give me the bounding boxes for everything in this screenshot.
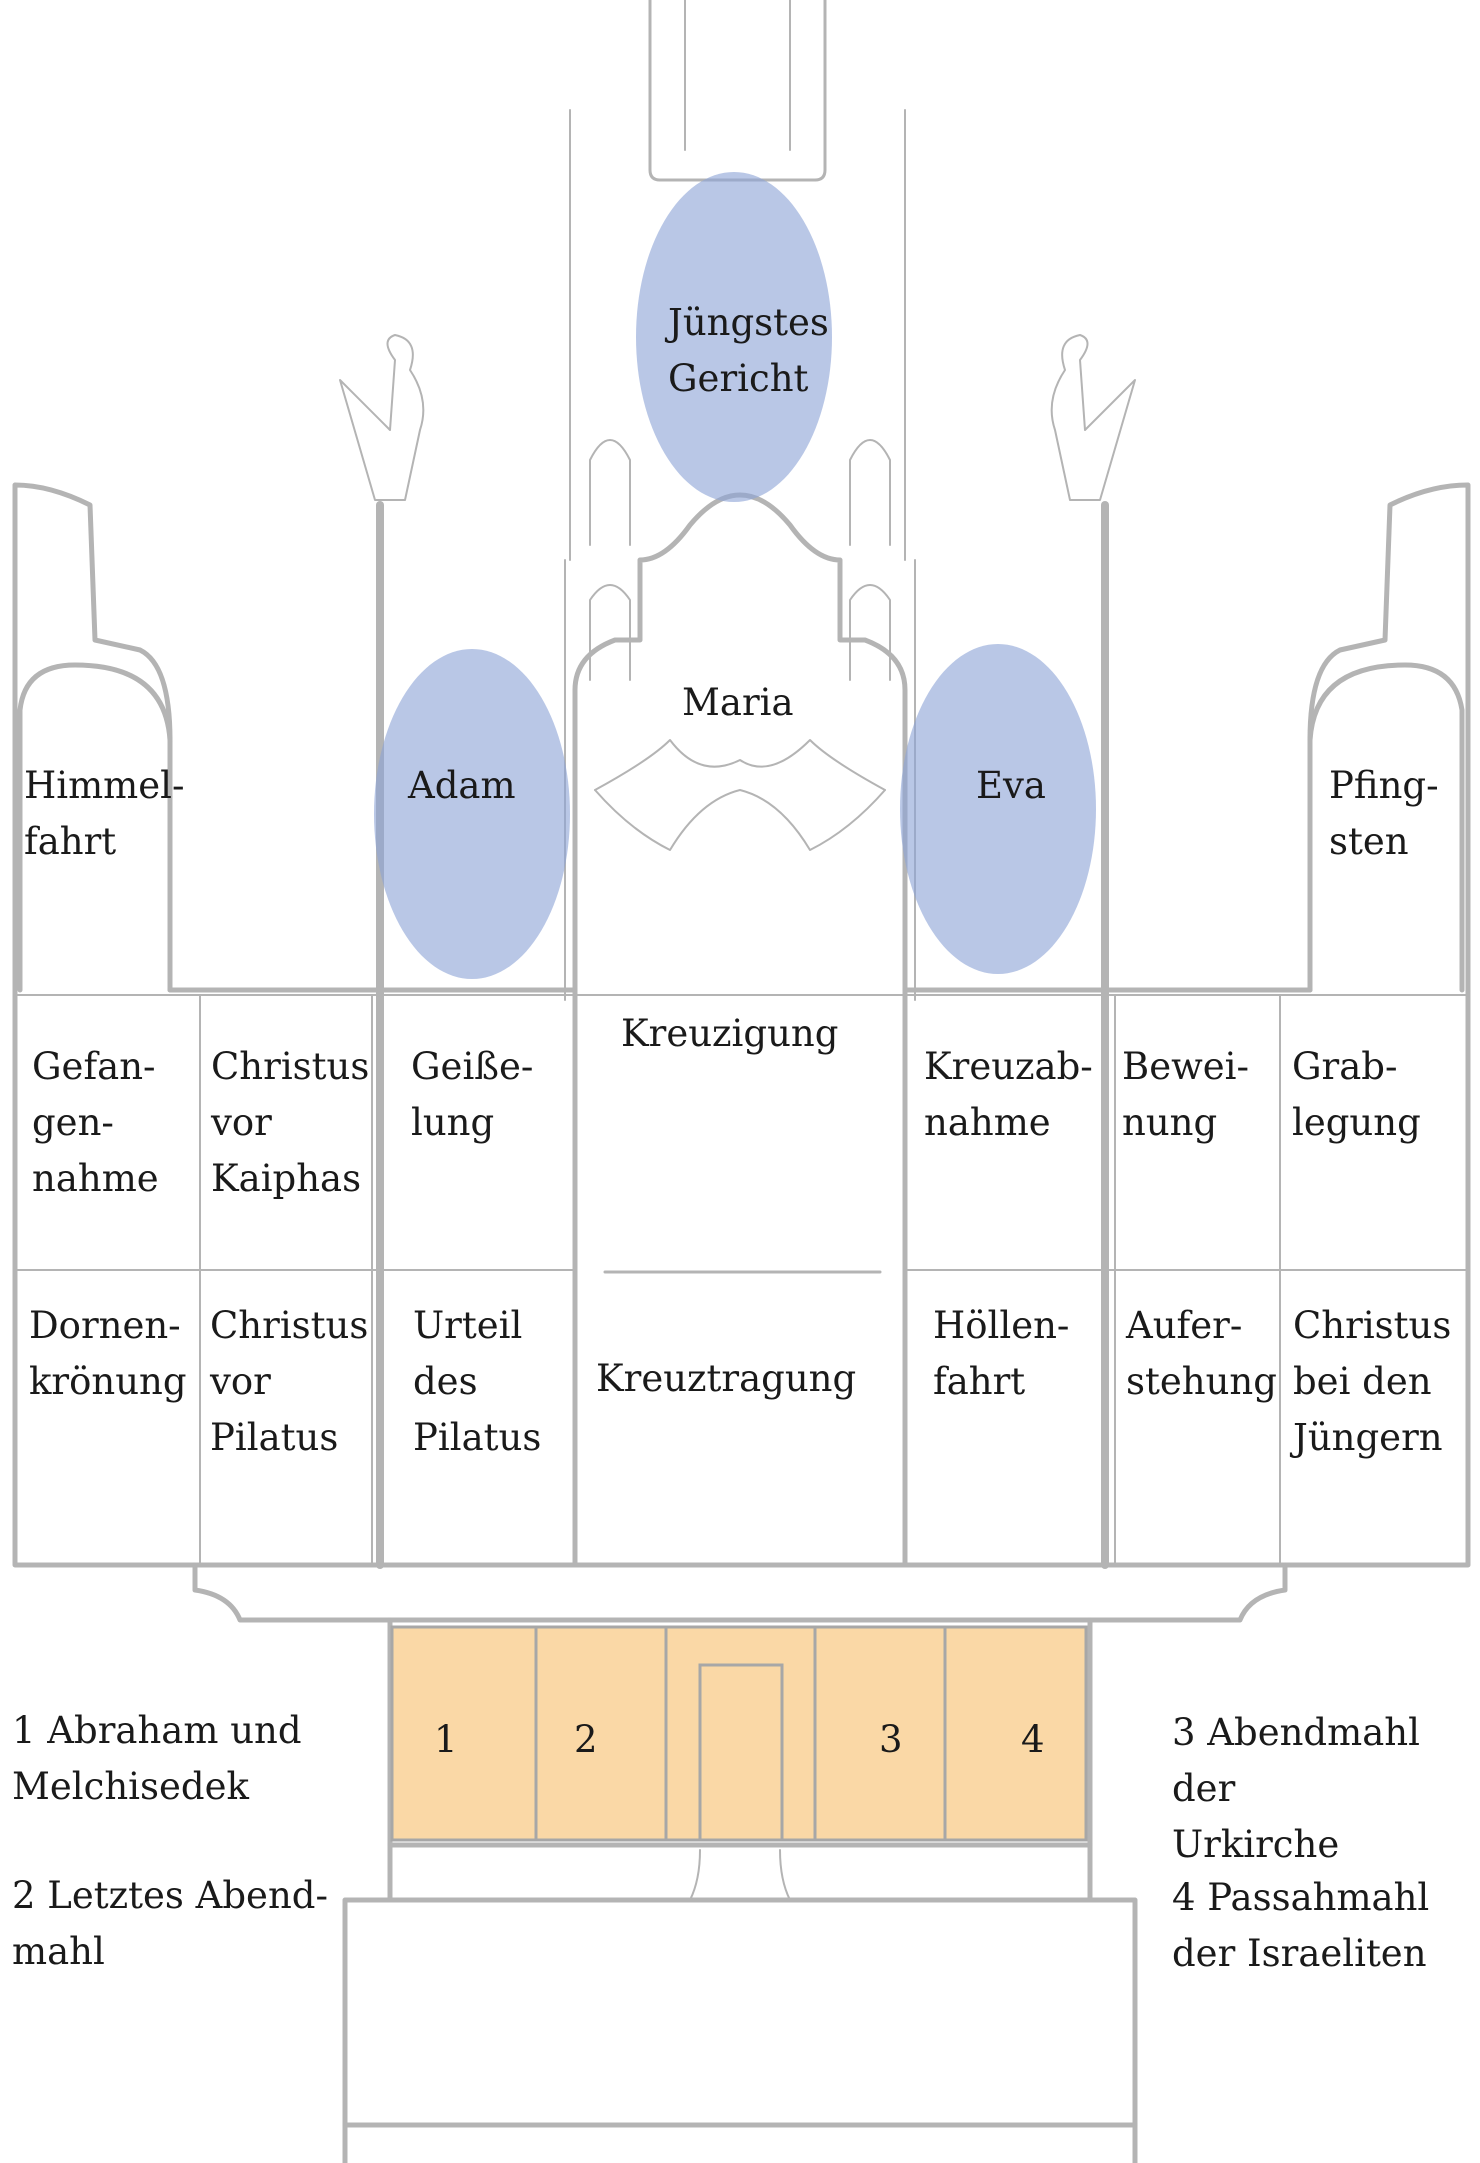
right-wing-arch: [1307, 662, 1465, 993]
left-wing-tower: [12, 482, 173, 993]
label-kreuztragung: Kreuztragung: [596, 1357, 857, 1400]
lower-row-scene-6: Christus bei den Jüngern: [1293, 1304, 1452, 1459]
predella-number-1: 1: [434, 1718, 458, 1761]
upper-row-scene-1: Gefan- gen- nahme: [32, 1045, 159, 1200]
legend-item-2: 2 Letztes Abend- mahl: [12, 1874, 328, 1973]
lower-row-scene-5: Aufer- stehung: [1126, 1304, 1277, 1403]
predella-panels: [390, 1625, 1088, 1842]
lower-row-scene-2: Christus vor Pilatus: [210, 1304, 369, 1459]
predella-number-2: 2: [574, 1718, 598, 1761]
upper-row-scene-2: Christus vor Kaiphas: [211, 1045, 370, 1200]
predella-box: [387, 1617, 1093, 1903]
predella-foot: [342, 1897, 1138, 2163]
lower-row-scene-1: Dornen- krönung: [29, 1304, 187, 1403]
legend-item-3: 3 Abendmahl der Urkirche: [1172, 1711, 1420, 1866]
spire: [648, 0, 827, 182]
predella-fill: [390, 1625, 1088, 1842]
lower-row-scene-4: Höllen- fahrt: [933, 1304, 1070, 1403]
label-kreuzigung: Kreuzigung: [621, 1012, 839, 1055]
left-wing-arch: [17, 662, 173, 993]
right-angel: [1050, 334, 1136, 501]
left-angel: [339, 334, 425, 501]
right-wing-tower: [1307, 482, 1471, 993]
upper-row-scene-6: Grab- legung: [1292, 1045, 1421, 1144]
lower-row-scene-3: Urteil des Pilatus: [413, 1304, 542, 1459]
oval-eva: [900, 644, 1096, 974]
upper-row-scene-3: Geiße- lung: [411, 1045, 534, 1144]
legend-item-4: 4 Passahmahl der Israeliten: [1172, 1876, 1430, 1975]
label-pfingsten: Pfing- sten: [1329, 764, 1439, 863]
label-adam: Adam: [408, 764, 516, 807]
upper-row-scene-4: Kreuzab- nahme: [924, 1045, 1093, 1144]
label-himmelfahrt: Himmel- fahrt: [24, 764, 185, 863]
upper-row-scene-5: Bewei- nung: [1122, 1045, 1249, 1144]
predella-number-4: 4: [1021, 1718, 1045, 1761]
center-crest: [572, 492, 908, 993]
label-juengstes-gericht: Jüngstes Gericht: [668, 301, 829, 400]
oval-adam: [374, 649, 570, 979]
label-eva: Eva: [976, 764, 1046, 807]
predella-cornice: [192, 1562, 1288, 1623]
predella-door: [698, 1663, 784, 1840]
predella-number-3: 3: [879, 1718, 903, 1761]
legend-item-1: 1 Abraham und Melchisedek: [12, 1709, 302, 1808]
label-maria: Maria: [682, 681, 794, 724]
oval-juengstes-gericht: [636, 172, 832, 502]
